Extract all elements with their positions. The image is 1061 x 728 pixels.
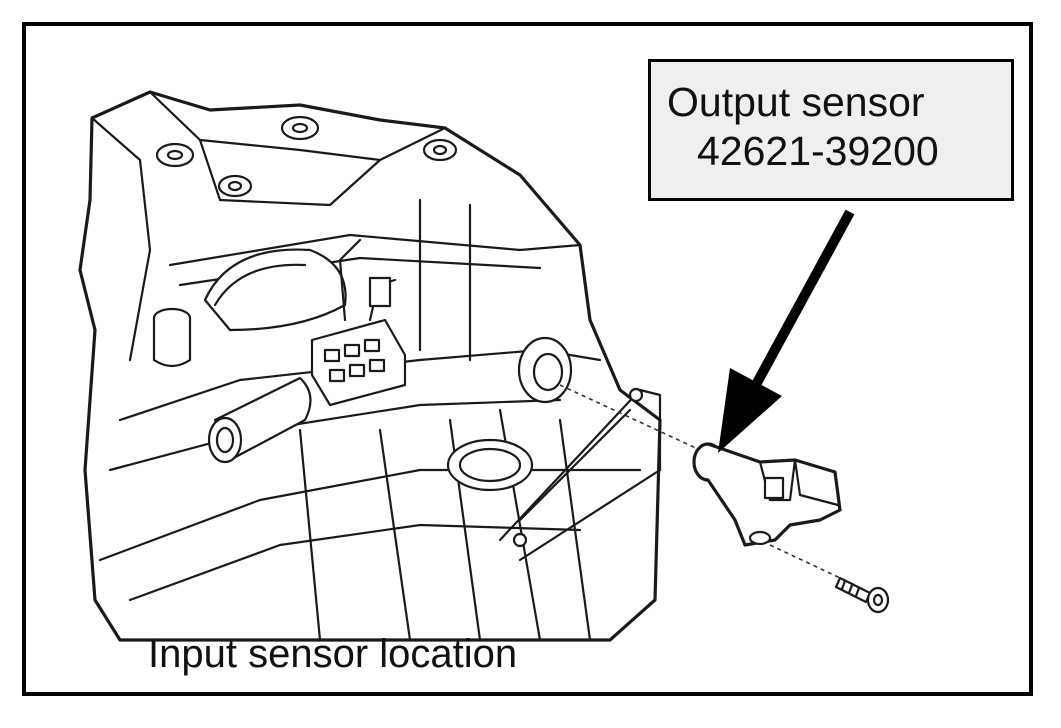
input-sensor xyxy=(207,376,312,464)
callout-part-number: 42621-39200 xyxy=(697,128,939,174)
housing-bolt-bosses xyxy=(155,115,458,198)
input-sensor-caption: Input sensor location xyxy=(148,632,518,676)
sensor-install-path xyxy=(559,384,701,451)
round-cover xyxy=(203,248,347,332)
output-sensor xyxy=(692,442,842,547)
callout-title: Output sensor xyxy=(667,79,925,125)
mounting-bolt xyxy=(834,576,890,614)
plug-cap xyxy=(152,307,192,368)
mounting-bracket xyxy=(498,387,662,562)
opening-boss xyxy=(446,336,573,492)
callout-arrow xyxy=(718,209,855,453)
solenoid-connector xyxy=(310,238,407,407)
output-sensor-callout: Output sensor 42621-39200 xyxy=(648,59,1014,201)
